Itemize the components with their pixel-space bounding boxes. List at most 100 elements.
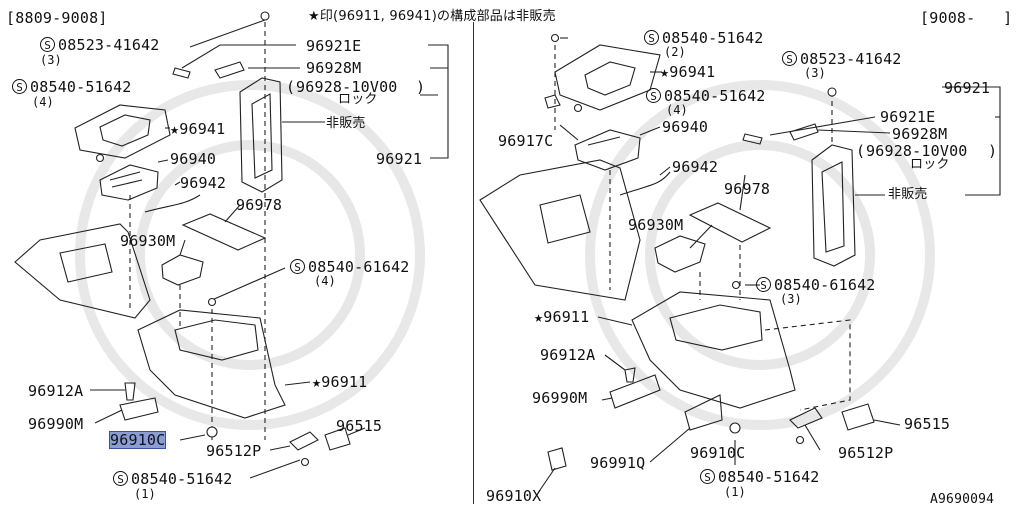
right-label-96941[interactable]: ★96941	[660, 63, 716, 81]
left-screw-symbol-mid: S	[12, 79, 27, 94]
left-wire-96942	[144, 194, 201, 213]
right-screw-bottom-qty: (1)	[724, 485, 746, 499]
left-part-96515	[324, 427, 351, 451]
right-label-96928m[interactable]: 96928M	[892, 125, 948, 143]
right-label-96928-10v00[interactable]: 96928-10V00	[866, 142, 968, 160]
left-screw-bottom-label[interactable]: 08540-51642	[131, 470, 233, 488]
right-label-96991q[interactable]: 96991Q	[590, 454, 646, 472]
right-armrest-96921	[811, 144, 856, 267]
left-label-96928-10v00[interactable]: 96928-10V00	[296, 78, 398, 96]
left-screw-right-qty: (4)	[314, 274, 336, 288]
right-date-range: [9008- ]	[920, 9, 1013, 27]
left-clip-96912a	[124, 382, 136, 401]
left-pin-icon-96910c	[206, 426, 218, 438]
section-divider	[473, 22, 474, 504]
right-clip-96912a	[624, 367, 636, 383]
right-screw-top-label[interactable]: 08540-51642	[662, 29, 764, 47]
right-label-96910x[interactable]: 96910X	[486, 487, 542, 505]
diagram-code: A9690094	[930, 492, 995, 507]
left-label-96912a[interactable]: 96912A	[28, 382, 84, 400]
left-armrest-96921	[239, 77, 283, 193]
right-screw-symbol-bottom: S	[700, 469, 715, 484]
left-not-for-sale-label: 非販売	[326, 116, 366, 131]
left-bracket-open: (	[286, 78, 296, 96]
right-screw-icon-console	[731, 280, 741, 290]
left-lock-label: ロック	[338, 92, 378, 107]
left-label-96911[interactable]: ★96911	[312, 373, 368, 391]
left-hinge-96921e	[172, 67, 191, 79]
left-screw-top-qty: (3)	[40, 53, 62, 67]
left-screw-mid-label[interactable]: 08540-51642	[30, 78, 132, 96]
right-label-96940[interactable]: 96940	[662, 118, 709, 136]
left-screw-symbol-top: S	[40, 37, 55, 52]
left-screw-mid-qty: (4)	[32, 95, 54, 109]
right-cup-96930m	[654, 235, 706, 273]
left-cup-96930m	[161, 254, 204, 286]
left-clip-96928m	[214, 61, 245, 79]
left-label-96928m[interactable]: 96928M	[306, 59, 362, 77]
left-date-range: [8809-9008]	[6, 9, 108, 27]
right-label-96910c[interactable]: 96910C	[690, 444, 746, 462]
left-screw-icon-right	[207, 297, 217, 307]
right-label-96942[interactable]: 96942	[672, 158, 719, 176]
left-screw-right-label[interactable]: 08540-61642	[308, 258, 410, 276]
right-screw-console-label[interactable]: 08540-61642	[774, 276, 876, 294]
right-wire-96942	[619, 171, 671, 196]
right-screw-symbol-top-right: S	[782, 51, 797, 66]
right-screw-top-right-qty: (3)	[804, 66, 826, 80]
left-label-96978[interactable]: 96978	[236, 196, 283, 214]
right-screw-symbol-mid: S	[646, 88, 661, 103]
right-screw-top-right-label[interactable]: 08523-41642	[800, 50, 902, 68]
right-label-96921e[interactable]: 96921E	[880, 108, 936, 126]
left-bracket-close: )	[416, 78, 426, 96]
left-screw-top-label[interactable]: 08523-41642	[58, 36, 160, 54]
left-label-96930m[interactable]: 96930M	[120, 232, 176, 250]
left-screw-icon-mid	[95, 153, 105, 163]
right-screw-mid-label[interactable]: 08540-51642	[664, 87, 766, 105]
right-hinge-96921e	[742, 133, 763, 145]
right-label-96978[interactable]: 96978	[724, 180, 771, 198]
right-label-96512p[interactable]: 96512P	[838, 444, 894, 462]
left-label-96921[interactable]: 96921	[376, 150, 423, 168]
right-label-96917c[interactable]: 96917C	[498, 132, 554, 150]
left-label-96990m[interactable]: 96990M	[28, 415, 84, 433]
left-label-96910c[interactable]: 96910C	[108, 431, 167, 449]
right-front-bezel	[479, 159, 641, 301]
left-screw-symbol-right: S	[290, 259, 305, 274]
left-console-96911	[137, 309, 286, 419]
right-label-96990m[interactable]: 96990M	[532, 389, 588, 407]
left-label-96940[interactable]: 96940	[170, 150, 217, 168]
right-pad-96978	[688, 202, 772, 243]
left-pad-96978	[181, 213, 267, 251]
left-label-96921e[interactable]: 96921E	[306, 37, 362, 55]
left-label-96512p[interactable]: 96512P	[206, 442, 262, 460]
right-label-96930m[interactable]: 96930M	[628, 216, 684, 234]
right-label-96921[interactable]: 96921	[944, 79, 991, 97]
right-screw-bottom-label[interactable]: 08540-51642	[718, 468, 820, 486]
left-bezel-96941	[74, 104, 171, 159]
left-label-96515[interactable]: 96515	[336, 417, 383, 435]
left-shifter-96940	[99, 164, 159, 201]
right-bezel-96941	[554, 44, 661, 111]
right-bracket-close: )	[988, 142, 998, 160]
right-screw-top-qty: (2)	[664, 45, 686, 59]
right-bracket-96990m	[609, 374, 661, 409]
left-screw-symbol-bottom: S	[113, 471, 128, 486]
left-screw-icon-bottom	[300, 457, 310, 467]
left-label-96942[interactable]: 96942	[180, 174, 227, 192]
right-screw-icon-bottom	[795, 435, 805, 445]
right-screw-mid-qty: (4)	[666, 103, 688, 117]
right-label-96515[interactable]: 96515	[904, 415, 951, 433]
right-pin-icon-96910c	[729, 422, 741, 434]
left-label-96941[interactable]: ★96941	[170, 120, 226, 138]
right-label-96912a[interactable]: 96912A	[540, 346, 596, 364]
right-part-96515	[841, 403, 875, 431]
right-screw-console-qty: (3)	[780, 292, 802, 306]
left-screw-icon-top	[260, 11, 270, 21]
right-label-96911[interactable]: ★96911	[534, 308, 590, 326]
right-console-96911	[631, 291, 796, 409]
right-screw-icon-top-right	[827, 87, 837, 97]
right-screw-icon-mid	[573, 103, 583, 113]
